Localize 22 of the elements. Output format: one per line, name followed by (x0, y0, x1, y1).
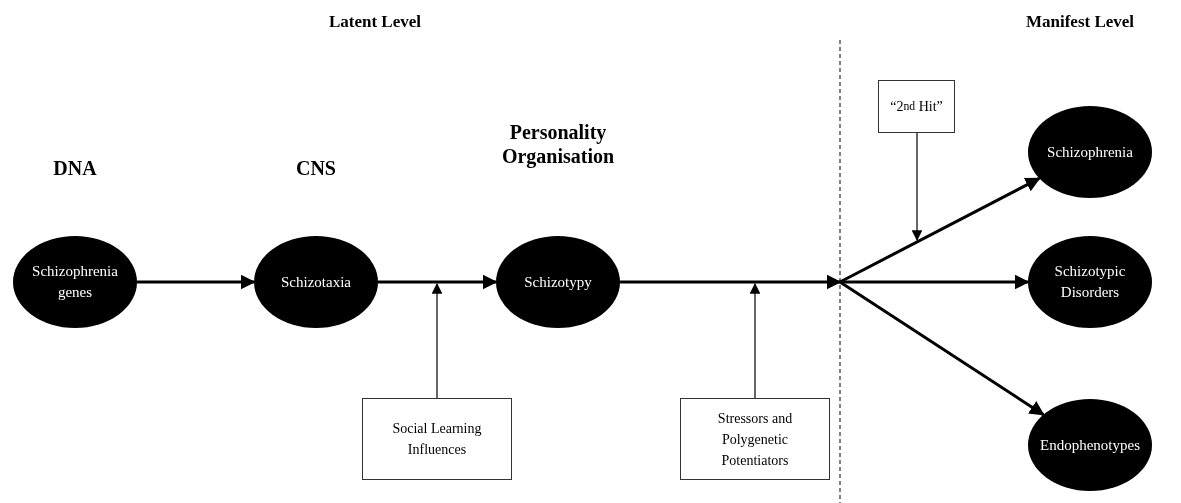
level-label: Manifest Level (1025, 12, 1135, 32)
ellipse-node: Schizotaxia (254, 236, 378, 328)
ellipse-node: Endophenotypes (1028, 399, 1152, 491)
arrow (749, 282, 761, 399)
arrow (839, 280, 1045, 416)
arrow (620, 274, 842, 290)
ellipse-node: Schizophrenia genes (13, 236, 137, 328)
arrow (378, 274, 498, 290)
ellipse-node: Schizotypic Disorders (1028, 236, 1152, 328)
ellipse-node: Schizotypy (496, 236, 620, 328)
arrow (839, 177, 1041, 284)
arrow (840, 274, 1030, 290)
arrow (911, 132, 923, 242)
level-heading: Personality Organisation (500, 120, 616, 168)
level-label: Latent Level (328, 12, 422, 32)
influence-box: Stressors and Polygenetic Potentiators (680, 398, 830, 480)
ellipse-node: Schizophrenia (1028, 106, 1152, 198)
influence-box: Social Learning Influences (362, 398, 512, 480)
level-heading: DNA (52, 156, 98, 180)
arrow (137, 274, 256, 290)
arrow (431, 282, 443, 399)
level-heading: CNS (295, 156, 337, 180)
